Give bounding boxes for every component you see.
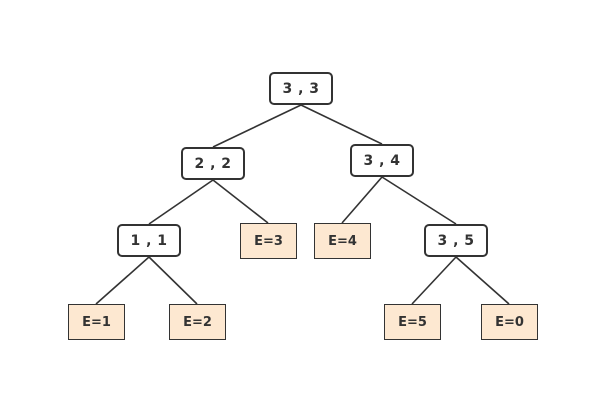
edge-n11-e2 [148, 256, 198, 305]
edge-root-n34 [300, 104, 383, 145]
tree-node-n34: 3 , 4 [350, 144, 414, 177]
leaf-node-e3: E=3 [240, 223, 297, 259]
tree-node-root: 3 , 3 [269, 72, 333, 105]
edge-n11-e1 [95, 256, 150, 305]
tree-node-n35: 3 , 5 [424, 224, 488, 257]
edge-n22-e3 [212, 179, 269, 224]
leaf-node-e0: E=0 [481, 304, 538, 340]
leaf-node-e5: E=5 [384, 304, 441, 340]
leaf-node-e4: E=4 [314, 223, 371, 259]
edge-n34-n35 [381, 176, 457, 225]
edge-n35-e0 [455, 256, 510, 305]
edge-n22-n11 [148, 179, 214, 225]
leaf-node-e1: E=1 [68, 304, 125, 340]
tree-node-n11: 1 , 1 [117, 224, 181, 257]
edge-n34-e4 [341, 176, 383, 224]
edge-root-n22 [212, 104, 302, 148]
leaf-node-e2: E=2 [169, 304, 226, 340]
edge-n35-e5 [411, 256, 457, 305]
tree-node-n22: 2 , 2 [181, 147, 245, 180]
